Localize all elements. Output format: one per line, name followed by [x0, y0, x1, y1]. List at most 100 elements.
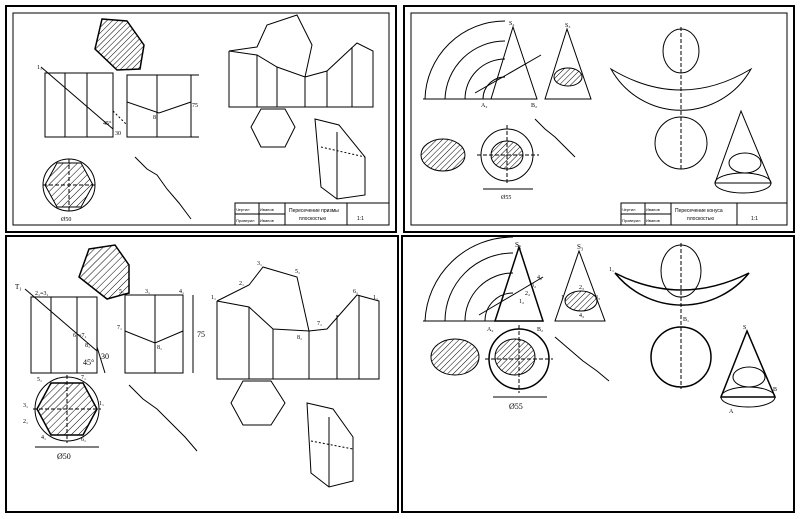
label-dim-45: 45°	[103, 120, 112, 127]
true-section-ellipse	[420, 138, 466, 172]
drawing-cone-bottom: S₂ A₂ B₂ 1₂ 2₂ 3₂ 4₂ S₃ 1₃ 2₃ 3₃ 4₃ Ø55	[423, 236, 777, 415]
drawing-prism-bottom: T₁ 2₁≡3₁ 6₁≡7₁ 8₁ 45° 30 5₁ 3₁ 4₁ 7₁ 8₁ …	[15, 244, 380, 488]
label-n1: 1₃	[561, 295, 566, 301]
prism-front-view	[44, 72, 114, 138]
panel-bottom-right: S₂ A₂ B₂ 1₂ 2₂ 3₂ 4₂ S₃ 1₃ 2₃ 3₃ 4₃ Ø55	[401, 235, 795, 513]
label-s3: S₃	[577, 243, 584, 251]
title-name-2: Иванов	[646, 218, 660, 223]
label-a: A₂	[481, 103, 487, 109]
sheet-frame	[12, 12, 390, 226]
label-r1: 1₁	[609, 267, 614, 273]
label-r3: 3₁	[257, 261, 262, 267]
cone-side-view	[554, 249, 606, 322]
cone-front-view	[490, 25, 538, 100]
label-cone-b: B	[773, 387, 777, 393]
label-q4: 4₁	[179, 289, 184, 295]
label-b1: B₁	[683, 317, 689, 323]
construction-line	[128, 384, 198, 452]
label-p3b: 3₁	[23, 403, 28, 409]
construction-line	[134, 156, 192, 220]
drawing-prism-top: 30 45° 1₁ 75 8₁	[12, 12, 390, 226]
panel-bottom-left: T₁ 2₁≡3₁ 6₁≡7₁ 8₁ 45° 30 5₁ 3₁ 4₁ 7₁ 8₁ …	[5, 235, 399, 513]
title-line-1: Пересечение призмы	[289, 208, 339, 214]
title-name-1: Иванов	[646, 207, 660, 212]
side-section-ellipse	[564, 290, 598, 312]
development-outline	[216, 266, 310, 332]
label-diameter: Ø55	[501, 195, 511, 201]
label-p23: 2₁≡3₁	[35, 291, 49, 297]
label-diameter: Ø55	[509, 402, 523, 411]
label-m3: 3₂	[531, 283, 536, 289]
label-cone-s: S	[743, 325, 746, 331]
label-b2: B₂	[537, 327, 543, 333]
prism-isometric	[314, 118, 366, 200]
panel-top-right: S₂ A₂ B₂ S₃ Ø55	[403, 5, 795, 233]
title-name-1: Иванов	[260, 207, 274, 212]
cone-side-view	[544, 27, 592, 100]
label-b: B₂	[531, 103, 537, 109]
prism-side-view	[126, 74, 192, 138]
label-s: S₂	[509, 21, 514, 27]
title-block: Чертил Проверил Иванов Иванов Пересечени…	[620, 202, 788, 226]
label-p6: 6₁	[81, 437, 86, 443]
label-diameter: Ø50	[57, 452, 71, 461]
label-r1b: 1₁	[373, 295, 378, 301]
title-scale: 1:1	[751, 216, 758, 222]
hatched-section	[78, 244, 130, 300]
label-dim-75: 75	[197, 330, 205, 339]
label-r8: 8₁	[297, 335, 302, 341]
title-role-2: Проверил	[236, 218, 255, 223]
label-q3: 3₁	[145, 289, 150, 295]
label-dim-45: 45°	[83, 358, 94, 367]
development-hexagon	[230, 380, 286, 426]
label-r2: 2₁	[239, 281, 244, 287]
label-q8: 8₁	[157, 345, 162, 351]
prism-front-view	[30, 296, 98, 374]
label-diameter: Ø50	[61, 217, 71, 223]
panel-top-left: 30 45° 1₁ 75 8₁	[5, 5, 397, 233]
side-section-ellipse	[553, 67, 583, 87]
construction-line	[534, 118, 576, 158]
prism-side-view	[124, 294, 184, 374]
construction-arc-outer	[424, 236, 514, 322]
construction-arc-outer	[424, 20, 506, 100]
top-section-ellipse	[494, 338, 536, 376]
development-sector	[609, 67, 753, 111]
label-p67: 6₁≡7₁	[73, 333, 87, 339]
label-m1: 1₂	[519, 299, 524, 305]
title-role-2: Проверил	[622, 218, 641, 223]
label-q7: 7₁	[117, 325, 122, 331]
title-line-2: плоскостью	[299, 216, 326, 222]
label-a2: A₂	[487, 327, 493, 333]
label-n2: 2₃	[579, 285, 584, 291]
label-p2: 2₁	[23, 419, 28, 425]
cone-isometric	[719, 329, 777, 398]
drawing-cone-top: S₂ A₂ B₂ S₃ Ø55	[410, 12, 788, 226]
construction-line	[554, 336, 610, 382]
label-s3: S₃	[565, 23, 570, 29]
label-p5: 5₁	[37, 377, 42, 383]
development-hexagon	[250, 108, 296, 148]
title-role-1: Чертил	[236, 207, 250, 212]
title-line-1: Пересечение конуса	[675, 208, 723, 214]
label-p8: 8₁	[153, 115, 158, 121]
label-t1: T₁	[15, 283, 22, 291]
label-n4: 4₃	[579, 313, 584, 319]
label-dim-75: 75	[192, 103, 198, 109]
label-p8: 8₁	[85, 343, 90, 349]
sheet-frame	[410, 12, 788, 226]
label-s2: S₂	[515, 241, 522, 249]
label-p1: 1₁	[99, 401, 104, 407]
label-n3: 3₃	[595, 295, 600, 301]
label-p4: 4₁	[41, 435, 46, 441]
development-sector	[614, 272, 750, 306]
label-m2: 2₂	[525, 291, 530, 297]
label-p1: 1₁	[37, 65, 42, 71]
label-r5: 5₁	[295, 269, 300, 275]
title-scale: 1:1	[357, 216, 364, 222]
label-r7: 7₁	[317, 321, 322, 327]
label-q5: 5₁	[119, 289, 124, 295]
label-p7: 7₁	[81, 375, 86, 381]
label-dim-30: 30	[115, 131, 121, 137]
